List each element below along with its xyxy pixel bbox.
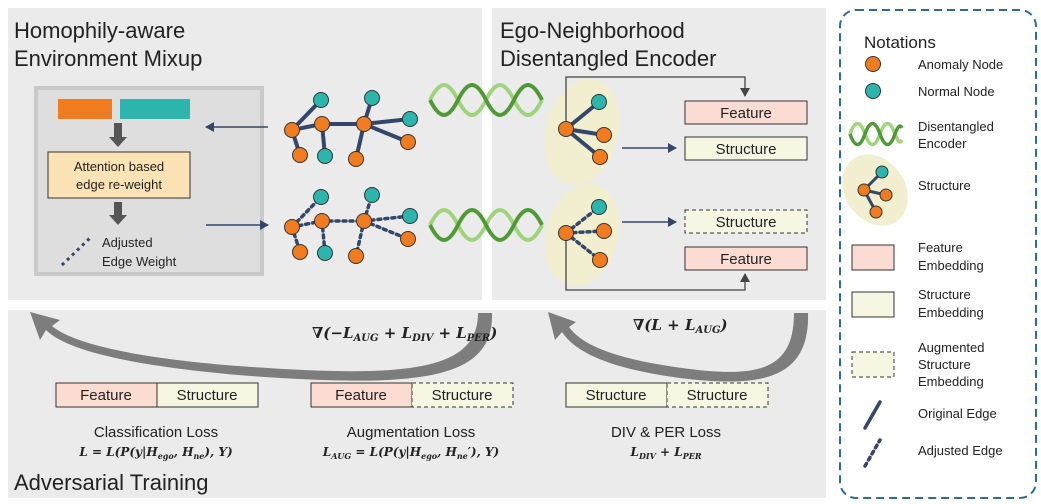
notation-structure-emb-line1: Structure xyxy=(918,287,971,302)
aug-loss-name: Augmentation Loss xyxy=(347,424,475,441)
augmented-embedding-icon xyxy=(851,351,895,378)
notation-original-edge: Original Edge xyxy=(918,406,997,421)
encoder-title-line1: Ego-Neighborhood xyxy=(500,18,685,43)
aug-structure-label: Structure xyxy=(432,387,493,404)
gradient-arrow-left xyxy=(30,312,493,381)
cls-structure-box xyxy=(156,382,259,408)
cls-structure-label: Structure xyxy=(177,387,238,404)
original-edge-icon xyxy=(863,400,882,430)
original-graph-nodes xyxy=(284,90,418,167)
gradient-arrow-right xyxy=(548,312,809,382)
notations-title: Notations xyxy=(864,33,936,52)
notation-aug-line3: Embedding xyxy=(918,374,984,389)
encoder-feature-label-bottom: Feature xyxy=(720,251,772,268)
structure-icon-blob xyxy=(842,154,908,226)
structure-icon xyxy=(857,165,893,219)
structure-bottom-nodes xyxy=(558,199,612,268)
down-arrow-1 xyxy=(109,123,127,147)
notation-feature-line1: Feature xyxy=(918,240,963,255)
divper-structure-label-2: Structure xyxy=(687,387,748,404)
cls-loss-name: Classification Loss xyxy=(94,424,218,441)
encoder-structure-label-top: Structure xyxy=(716,141,777,158)
aug-feature-label: Feature xyxy=(335,387,387,404)
normal-node-icon xyxy=(865,83,881,99)
encoder-structure-box-bottom xyxy=(684,209,808,234)
notation-aug-line2: Structure xyxy=(918,357,971,372)
structure-embedding-icon xyxy=(851,291,895,318)
encoder-helix-bottom xyxy=(428,208,544,242)
cls-feature-box xyxy=(55,382,158,408)
anomaly-feature-bar xyxy=(58,99,112,119)
aug-loss-formula: LAUG = L(P(y|Hego, Hne′), Y) xyxy=(322,445,499,461)
attention-label-line1: Attention based xyxy=(74,159,164,174)
structure-top-nodes xyxy=(558,94,612,165)
encoder-title-line2: Disentangled Encoder xyxy=(500,46,716,71)
divper-structure-label-1: Structure xyxy=(586,387,647,404)
ego-feature-path-bottom xyxy=(565,241,750,291)
adjusted-label-line2: Edge Weight xyxy=(102,254,177,269)
notation-structure: Structure xyxy=(918,178,971,193)
notation-normal: Normal Node xyxy=(918,84,995,99)
encoder-structure-label-bottom: Structure xyxy=(716,214,777,231)
cls-feature-label: Feature xyxy=(80,387,132,404)
cls-loss-formula: L = L(P(y|Hego, Hne), Y) xyxy=(78,445,232,461)
aug-structure-box xyxy=(411,382,514,408)
notation-aug-line1: Augmented xyxy=(918,340,985,355)
encoder-feature-box-top xyxy=(684,100,808,125)
attention-label-line2: edge re-weight xyxy=(76,177,162,192)
divper-loss-name: DIV & PER Loss xyxy=(611,424,721,441)
normal-feature-bar xyxy=(120,99,190,119)
notation-structure-emb-line2: Embedding xyxy=(918,305,984,320)
mixup-title-line2: Environment Mixup xyxy=(14,46,202,71)
adjusted-edge-icon xyxy=(863,438,882,468)
disentangled-encoder-icon xyxy=(848,121,904,147)
adjusted-label-line1: Adjusted xyxy=(102,235,153,250)
adjusted-graph-nodes xyxy=(284,187,418,264)
divper-structure-box-1 xyxy=(565,382,668,408)
notation-encoder-line1: Disentangled xyxy=(918,119,994,134)
divper-structure-box-2 xyxy=(666,382,769,408)
feature-embedding-icon xyxy=(851,244,895,271)
encoder-helix-top xyxy=(428,83,544,117)
encoder-feature-label-top: Feature xyxy=(720,105,772,122)
notation-anomaly: Anomaly Node xyxy=(918,57,1003,72)
divper-loss-formula: LDIV + LPER xyxy=(630,445,702,461)
mixup-title-line1: Homophily-aware xyxy=(14,18,185,43)
encoder-feature-box-bottom xyxy=(684,246,808,271)
down-arrow-2 xyxy=(109,202,127,225)
notation-adjusted-edge: Adjusted Edge xyxy=(918,443,1003,458)
encoder-structure-box-top xyxy=(684,136,808,161)
anomaly-node-icon xyxy=(865,56,881,72)
notation-feature-line2: Embedding xyxy=(918,258,984,273)
gradient-right-label: ∇(L + LAUG) xyxy=(633,316,728,336)
gradient-left-label: ∇(−LAUG + LDIV + LPER) xyxy=(312,324,497,344)
adversarial-title: Adversarial Training xyxy=(14,470,208,495)
notation-encoder-line2: Encoder xyxy=(918,136,967,151)
attention-box xyxy=(47,151,191,199)
ego-feature-path-top xyxy=(565,76,750,121)
